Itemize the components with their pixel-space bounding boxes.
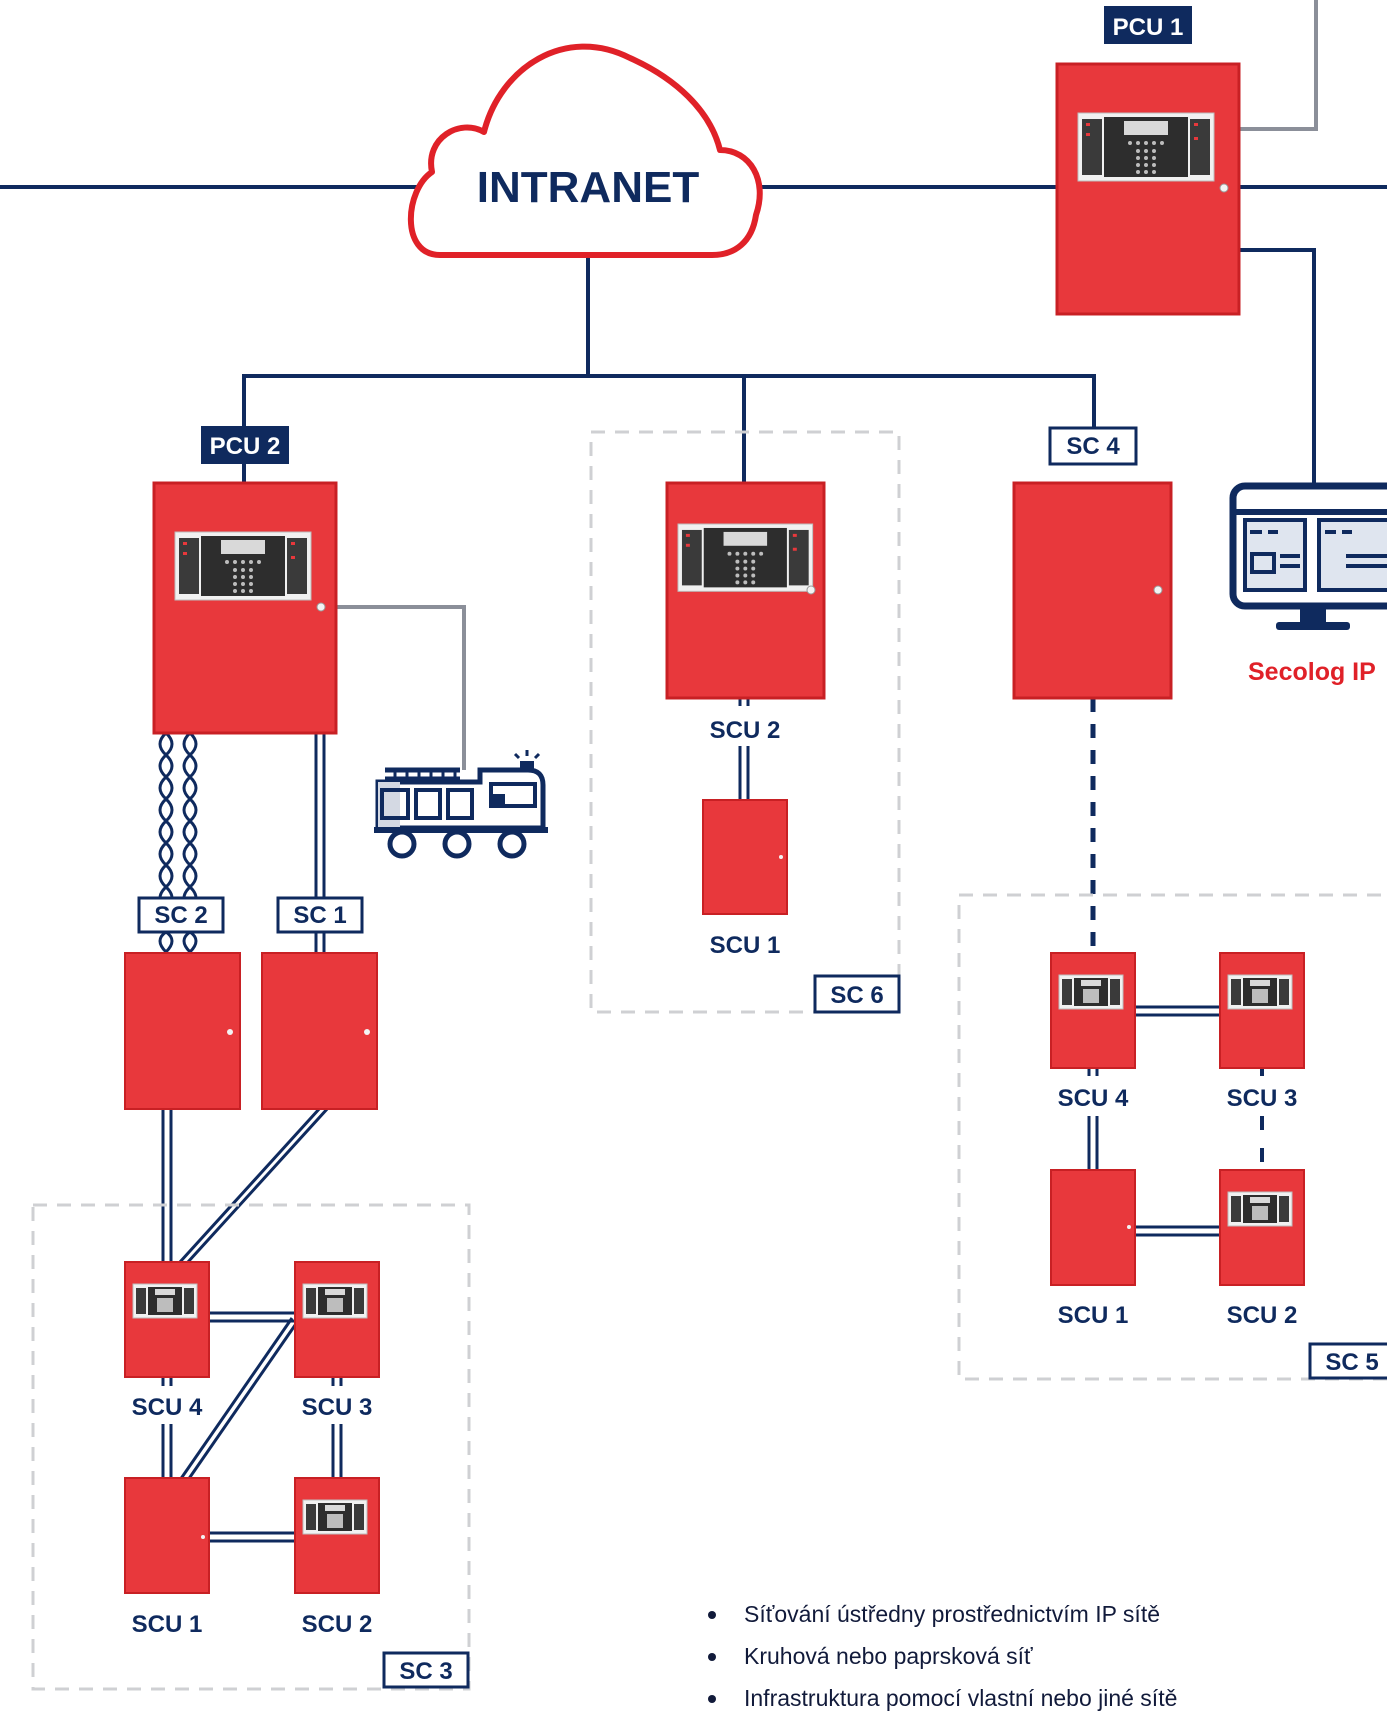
- panel-pcu2[interactable]: [152, 481, 338, 735]
- sc5-scu3-label: SCU 3: [1227, 1085, 1298, 1112]
- panel-sc5-scu3[interactable]: [1219, 952, 1305, 1069]
- pcu2-label: PCU 2: [210, 433, 281, 460]
- panel-sc3-scu1[interactable]: [124, 1477, 210, 1594]
- fire-truck-icon: [374, 750, 548, 859]
- panel-pcu1[interactable]: [1055, 62, 1241, 316]
- sc6-scu1-label: SCU 1: [710, 932, 781, 959]
- sc3-scu1-label: SCU 1: [132, 1611, 203, 1638]
- sc1-label: SC 1: [293, 902, 346, 929]
- pcu1-label: PCU 1: [1113, 14, 1184, 41]
- sc5-scu1-label: SCU 1: [1058, 1302, 1129, 1329]
- sc3-label: SC 3: [399, 1658, 452, 1685]
- intranet-label: INTRANET: [477, 163, 700, 212]
- sc3-scu2-label: SCU 2: [302, 1611, 373, 1638]
- list-item: Infrastruktura pomocí vlastní nebo jiné …: [702, 1681, 1342, 1723]
- panel-sc3-scu3[interactable]: [294, 1261, 380, 1378]
- sc5-label: SC 5: [1325, 1349, 1378, 1376]
- panel-sc3-scu2[interactable]: [294, 1477, 380, 1594]
- feature-list: Síťování ústředny prostřednictvím IP sít…: [702, 1597, 1342, 1723]
- list-item: Kruhová nebo paprsková síť: [702, 1639, 1342, 1681]
- sc6-scu2-label: SCU 2: [710, 717, 781, 744]
- list-item: Síťování ústředny prostřednictvím IP sít…: [702, 1597, 1342, 1639]
- sc2-label: SC 2: [154, 902, 207, 929]
- panel-sc5-scu1[interactable]: [1050, 1169, 1136, 1286]
- secolog-label: Secolog IP: [1248, 658, 1376, 686]
- sc6-label: SC 6: [830, 982, 883, 1009]
- group-box-sc5: [957, 893, 1387, 1381]
- sc5-scu2-label: SCU 2: [1227, 1302, 1298, 1329]
- intranet-cloud: INTRANET: [407, 43, 763, 258]
- group-box-sc3: [31, 1203, 471, 1691]
- panel-sc6-scu1[interactable]: [702, 799, 788, 915]
- panel-sc6-scu2[interactable]: [665, 481, 826, 700]
- panel-sc3-scu4[interactable]: [124, 1261, 210, 1378]
- group-box-sc6: [589, 430, 901, 1014]
- connection-lines: [0, 0, 1387, 1543]
- sc3-scu3-label: SCU 3: [302, 1394, 373, 1421]
- sc3-scu4-label: SCU 4: [132, 1394, 203, 1421]
- panel-sc2[interactable]: [124, 952, 241, 1110]
- sc4-label: SC 4: [1066, 433, 1120, 460]
- panel-sc5-scu2[interactable]: [1219, 1169, 1305, 1286]
- monitor-icon: [1229, 482, 1387, 630]
- panel-sc1[interactable]: [261, 952, 378, 1110]
- panel-sc5-scu4[interactable]: [1050, 952, 1136, 1069]
- sc5-scu4-label: SCU 4: [1058, 1085, 1129, 1112]
- panel-sc4[interactable]: [1012, 481, 1173, 700]
